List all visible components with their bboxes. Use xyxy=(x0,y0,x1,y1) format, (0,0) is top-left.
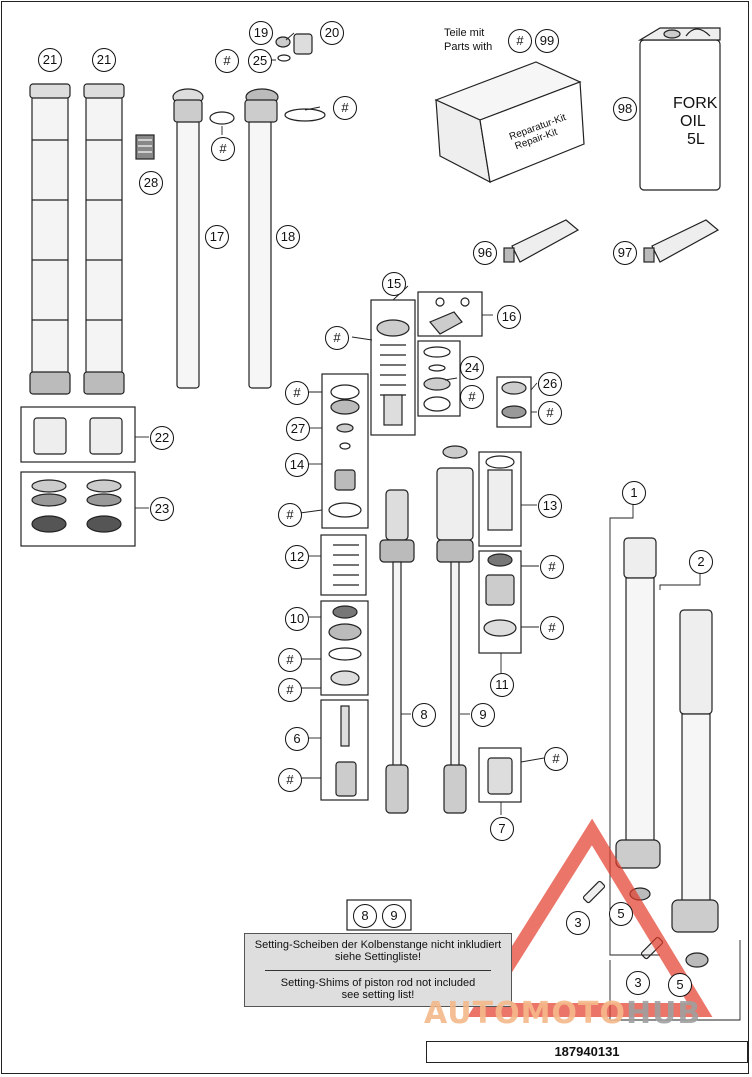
callout-3-leg2: 3 xyxy=(626,971,650,995)
callout-hash-14: # xyxy=(278,503,302,527)
document-number: 187940131 xyxy=(426,1041,748,1063)
watermark-part1: AUTOMOTO xyxy=(424,996,626,1031)
watermark-triangle xyxy=(467,818,713,1017)
callout-26: 26 xyxy=(538,372,562,396)
callout-96: 96 xyxy=(473,241,497,265)
cartridge-tube-18 xyxy=(244,88,279,389)
repair-kit-box xyxy=(434,61,585,184)
oil-can-line3: 5L xyxy=(687,131,705,148)
o-ring-25 xyxy=(277,54,291,62)
kit-hash-callout: # xyxy=(508,29,532,53)
fork-leg-1 xyxy=(615,537,661,869)
rings-24 xyxy=(423,346,451,412)
callout-18: 18 xyxy=(276,225,300,249)
callout-12: 12 xyxy=(285,545,309,569)
callout-3-leg1: 3 xyxy=(566,911,590,935)
callout-24: 24 xyxy=(460,356,484,380)
o-ring-18 xyxy=(284,108,326,122)
bushing-7 xyxy=(487,757,513,795)
bushings-22 xyxy=(33,417,123,455)
oil-can-line2: OIL xyxy=(680,113,706,130)
oil-can-line1: FORK xyxy=(673,95,718,112)
kit-number-callout: 99 xyxy=(535,29,559,53)
callout-14: 14 xyxy=(285,453,309,477)
kit-label-de: Teile mit xyxy=(444,27,485,39)
outer-tube-21-right xyxy=(83,83,125,395)
callout-25: 25 xyxy=(248,49,272,73)
callout-hash-oring-18: # xyxy=(333,96,357,120)
spring-12 xyxy=(333,544,359,586)
callout-28: 28 xyxy=(139,171,163,195)
callout-11: 11 xyxy=(490,673,514,697)
grease-tube-97 xyxy=(643,219,720,263)
adjuster-parts-16 xyxy=(429,297,470,335)
cap-20 xyxy=(293,33,313,55)
callout-hash-25: # xyxy=(215,49,239,73)
callout-hash-11b: # xyxy=(540,616,564,640)
note-line-3: Setting-Shims of piston rod not included xyxy=(280,977,476,989)
callout-hash-24: # xyxy=(460,385,484,409)
callout-97: 97 xyxy=(613,241,637,265)
note-line-4: see setting list! xyxy=(341,989,415,1001)
note-ref-9: 9 xyxy=(382,904,406,928)
callout-23: 23 xyxy=(150,497,174,521)
callout-hash-15: # xyxy=(325,326,349,350)
callout-6: 6 xyxy=(285,727,309,751)
callout-9: 9 xyxy=(471,703,495,727)
seals-23 xyxy=(31,479,122,533)
stack-13 xyxy=(485,455,515,531)
callout-7: 7 xyxy=(490,817,514,841)
kit-label-en: Parts with xyxy=(444,41,493,53)
callout-hash-oring-17: # xyxy=(211,137,235,161)
callout-21-right: 21 xyxy=(92,48,116,72)
piston-rod-9 xyxy=(436,445,474,814)
callout-20: 20 xyxy=(320,21,344,45)
callout-hash-10b: # xyxy=(278,678,302,702)
note-divider xyxy=(265,970,491,971)
note-line-1: Setting-Scheiben der Kolbenstange nicht … xyxy=(254,939,502,951)
cartridge-tube-17 xyxy=(172,88,204,389)
callout-5-leg2: 5 xyxy=(668,973,692,997)
watermark-text: AUTOMOTOHUB xyxy=(424,996,701,1031)
piston-26 xyxy=(501,381,527,419)
piston-rod-8 xyxy=(379,489,415,814)
callout-5-leg1: 5 xyxy=(609,902,633,926)
callout-10: 10 xyxy=(285,607,309,631)
callout-hash-10a: # xyxy=(278,648,302,672)
callout-17: 17 xyxy=(205,225,229,249)
setting-shims-note: Setting-Scheiben der Kolbenstange nicht … xyxy=(244,933,512,1007)
fork-leg-2 xyxy=(671,609,719,933)
o-ring-17 xyxy=(209,111,235,125)
outer-tube-21-left xyxy=(29,83,71,395)
valve-parts-14-27 xyxy=(328,384,362,518)
callout-21-left: 21 xyxy=(38,48,62,72)
spring-assembly-15 xyxy=(376,319,410,426)
callout-hash-26: # xyxy=(538,401,562,425)
sticker-28 xyxy=(135,134,155,160)
callout-2: 2 xyxy=(689,550,713,574)
callout-8: 8 xyxy=(412,703,436,727)
callout-98: 98 xyxy=(613,97,637,121)
callout-19: 19 xyxy=(249,21,273,45)
base-valve-10 xyxy=(328,605,362,686)
watermark-part2: HUB xyxy=(625,996,702,1031)
callout-hash-6: # xyxy=(278,768,302,792)
callout-22: 22 xyxy=(150,426,174,450)
fork-oil-can xyxy=(637,27,721,191)
callout-1: 1 xyxy=(622,481,646,505)
grease-tube-96 xyxy=(503,219,580,263)
valve-6 xyxy=(335,705,357,797)
note-ref-8: 8 xyxy=(353,904,377,928)
callout-hash-top: # xyxy=(285,381,309,405)
callout-hash-7: # xyxy=(544,747,568,771)
callout-15: 15 xyxy=(382,272,406,296)
callout-27: 27 xyxy=(286,417,310,441)
valve-11 xyxy=(483,553,517,637)
callout-16: 16 xyxy=(497,305,521,329)
note-line-2: siehe Settingliste! xyxy=(334,951,422,963)
callout-13: 13 xyxy=(538,494,562,518)
callout-hash-11a: # xyxy=(540,555,564,579)
